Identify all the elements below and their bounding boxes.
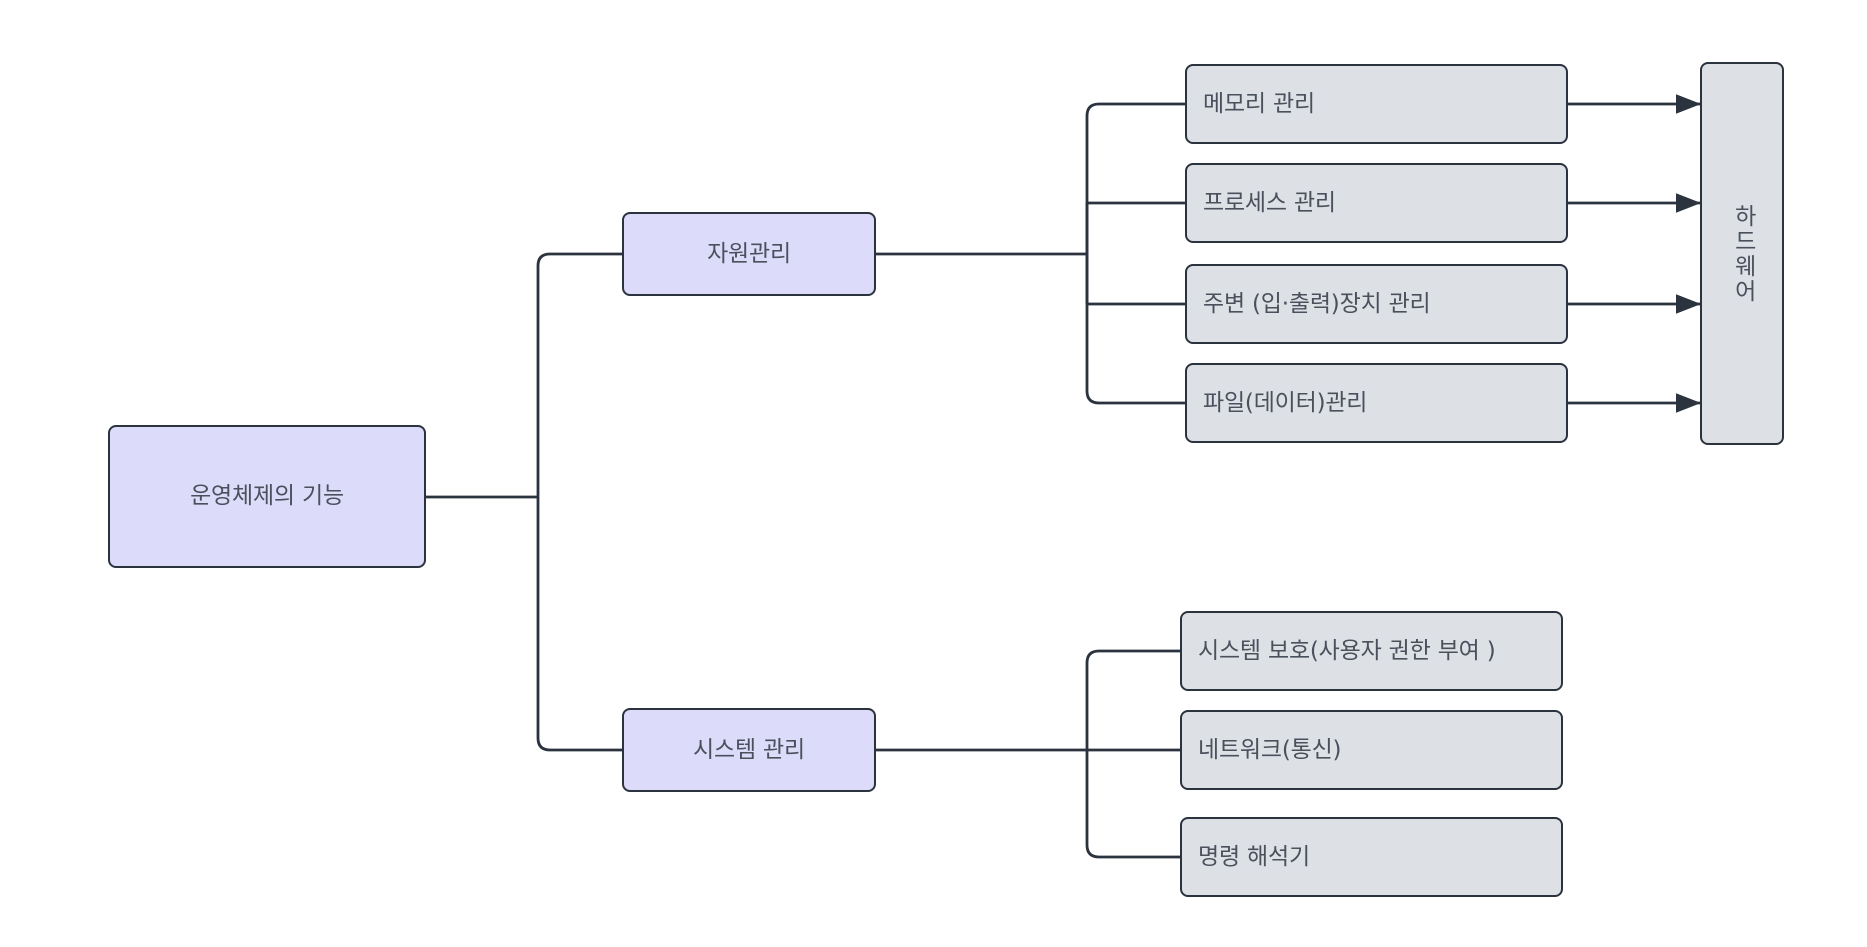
edge-system-to-protection: [1085, 649, 1180, 750]
node-leaf-command-interpreter-label: 명령 해석기: [1198, 843, 1310, 870]
node-leaf-system-protection[interactable]: 시스템 보호(사용자 권한 부여 ): [1180, 611, 1563, 691]
edge-root-to-resource: [536, 252, 622, 497]
node-leaf-command-interpreter[interactable]: 명령 해석기: [1180, 817, 1563, 897]
node-branch-system-management[interactable]: 시스템 관리: [622, 708, 876, 792]
node-leaf-process-management-label: 프로세스 관리: [1203, 189, 1336, 216]
node-leaf-file-data-management[interactable]: 파일(데이터)관리: [1185, 363, 1568, 443]
node-hardware[interactable]: 하드웨어: [1700, 62, 1784, 445]
node-branch-resource-management-label: 자원관리: [707, 240, 791, 267]
node-branch-resource-management[interactable]: 자원관리: [622, 212, 876, 296]
edge-system-to-command: [1085, 750, 1180, 859]
node-branch-system-management-label: 시스템 관리: [693, 736, 805, 763]
edge-root-to-system: [536, 497, 622, 752]
node-root-label: 운영체제의 기능: [190, 483, 344, 510]
node-leaf-network-communication[interactable]: 네트워크(통신): [1180, 710, 1563, 790]
edge-resource-to-process: [1085, 201, 1185, 254]
node-leaf-network-communication-label: 네트워크(통신): [1198, 736, 1342, 763]
edge-resource-to-peripheral: [1085, 254, 1185, 306]
node-leaf-memory-management-label: 메모리 관리: [1203, 90, 1315, 117]
node-leaf-peripheral-device-management[interactable]: 주변 (입·출력)장치 관리: [1185, 264, 1568, 344]
node-leaf-peripheral-device-management-label: 주변 (입·출력)장치 관리: [1203, 290, 1431, 317]
node-leaf-system-protection-label: 시스템 보호(사용자 권한 부여 ): [1198, 637, 1496, 664]
node-leaf-file-data-management-label: 파일(데이터)관리: [1203, 389, 1368, 416]
node-leaf-memory-management[interactable]: 메모리 관리: [1185, 64, 1568, 144]
node-leaf-process-management[interactable]: 프로세스 관리: [1185, 163, 1568, 243]
node-hardware-label: 하드웨어: [1729, 203, 1756, 304]
edge-resource-to-file: [1085, 254, 1185, 405]
node-root[interactable]: 운영체제의 기능: [108, 425, 426, 568]
edge-resource-to-memory: [1085, 102, 1185, 254]
